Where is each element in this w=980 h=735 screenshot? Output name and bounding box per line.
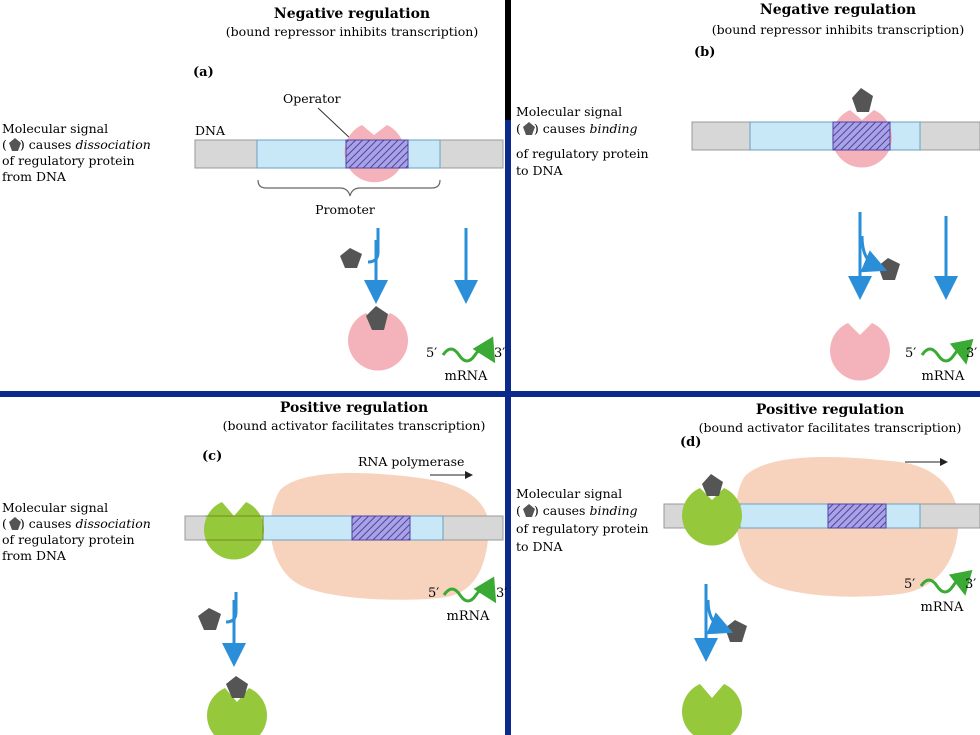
promoter-bracket — [257, 179, 441, 197]
mrna-label: mRNA — [445, 369, 488, 384]
mrna-three: 3′ — [966, 346, 977, 361]
panel-b-letter: (b) — [694, 45, 715, 60]
signal-icon — [9, 138, 21, 151]
signal-text-line4: to DNA — [516, 163, 563, 178]
binding-arrow-branch — [706, 599, 734, 635]
panel-b-title: Negative regulation — [760, 2, 916, 18]
divider-vertical — [505, 0, 511, 735]
activator-protein — [681, 488, 742, 546]
signal-icon — [9, 517, 21, 530]
signal-icon — [523, 122, 535, 135]
panel-a-signal-text: Molecular signal () causes dissociation … — [2, 121, 151, 184]
signal-text-line3: of regulatory protein — [516, 521, 649, 536]
activator-free-protein — [682, 684, 742, 735]
mrna-three: 3′ — [496, 586, 507, 601]
signal-text-line4: from DNA — [2, 169, 67, 184]
mrna-five: 5′ — [428, 586, 439, 601]
polymerase-label: RNA polymerase — [358, 454, 464, 469]
panel-d: Positive regulation (bound activator fac… — [516, 402, 980, 735]
signal-molecule — [340, 248, 362, 268]
signal-text-line4: to DNA — [516, 539, 563, 554]
panel-a: Negative regulation (bound repressor inh… — [2, 6, 505, 384]
signal-text-line3: of regulatory protein — [2, 532, 135, 547]
mrna-five: 5′ — [905, 346, 916, 361]
mrna-strand — [920, 338, 974, 365]
panel-d-letter: (d) — [680, 435, 701, 450]
signal-molecule — [725, 620, 747, 642]
panel-c-letter: (c) — [202, 449, 222, 464]
signal-text-line1: Molecular signal — [2, 121, 108, 136]
panel-a-subtitle: (bound repressor inhibits transcription) — [226, 24, 478, 39]
dna-label: DNA — [195, 123, 226, 138]
panel-d-title: Positive regulation — [756, 402, 904, 418]
divider-horizontal — [0, 391, 980, 397]
mrna-label: mRNA — [921, 600, 964, 615]
signal-text-line2: () causes binding — [516, 503, 638, 518]
panel-b: Negative regulation (bound repressor inh… — [516, 2, 980, 384]
operator-label: Operator — [283, 91, 341, 106]
divider-vertical-top-dark — [505, 0, 511, 120]
mrna-three: 3′ — [494, 346, 505, 361]
mrna-strand — [441, 336, 496, 364]
signal-molecule-bound — [226, 676, 248, 698]
mrna-three: 3′ — [965, 577, 976, 592]
activator-free-protein — [207, 688, 267, 735]
signal-text-line3: of regulatory protein — [2, 153, 135, 168]
repressor-free-protein — [347, 313, 408, 371]
mrna-label: mRNA — [922, 369, 965, 384]
panel-c-signal-text: Molecular signal () causes dissociation … — [2, 500, 151, 563]
mrna-label: mRNA — [447, 609, 490, 624]
binding-arrow-branch — [860, 235, 888, 273]
operator-pointer — [317, 107, 353, 141]
promoter-label: Promoter — [315, 202, 375, 217]
panel-d-signal-text: Molecular signal () causes binding of re… — [516, 486, 649, 554]
operator-region — [351, 515, 411, 541]
mrna-five: 5′ — [426, 346, 437, 361]
panel-b-subtitle: (bound repressor inhibits transcription) — [712, 22, 964, 37]
signal-molecule — [878, 258, 900, 280]
signal-icon — [523, 504, 535, 517]
signal-text-line4: from DNA — [2, 548, 67, 563]
panel-d-subtitle: (bound activator facilitates transcripti… — [699, 420, 962, 435]
panel-a-title: Negative regulation — [274, 6, 430, 22]
signal-molecule — [198, 608, 221, 630]
signal-text-line2: () causes binding — [516, 121, 638, 136]
operator-region — [832, 121, 891, 151]
panel-c-title: Positive regulation — [280, 400, 428, 416]
signal-molecule-bound — [366, 306, 388, 330]
repressor-free-protein — [830, 323, 891, 381]
signal-text-line1: Molecular signal — [2, 500, 108, 515]
panel-c-subtitle: (bound activator facilitates transcripti… — [223, 418, 486, 433]
signal-text-line1: Molecular signal — [516, 104, 622, 119]
panel-c: Positive regulation (bound activator fac… — [2, 400, 507, 735]
panel-b-signal-text: Molecular signal () causes binding of re… — [516, 104, 649, 178]
activator-protein — [204, 502, 265, 560]
signal-molecule-bound — [852, 88, 873, 112]
mrna-strand — [919, 569, 973, 596]
panel-a-letter: (a) — [193, 65, 214, 80]
operator-region — [827, 503, 887, 529]
signal-text-line2: () causes dissociation — [2, 137, 151, 152]
signal-text-line3: of regulatory protein — [516, 146, 649, 161]
mrna-five: 5′ — [904, 577, 915, 592]
signal-molecule-bound — [702, 474, 723, 496]
signal-text-line2: () causes dissociation — [2, 516, 151, 531]
mrna-strand — [442, 576, 497, 604]
operator-region — [345, 139, 409, 169]
signal-text-line1: Molecular signal — [516, 486, 622, 501]
activator-bound-outline — [205, 515, 264, 541]
